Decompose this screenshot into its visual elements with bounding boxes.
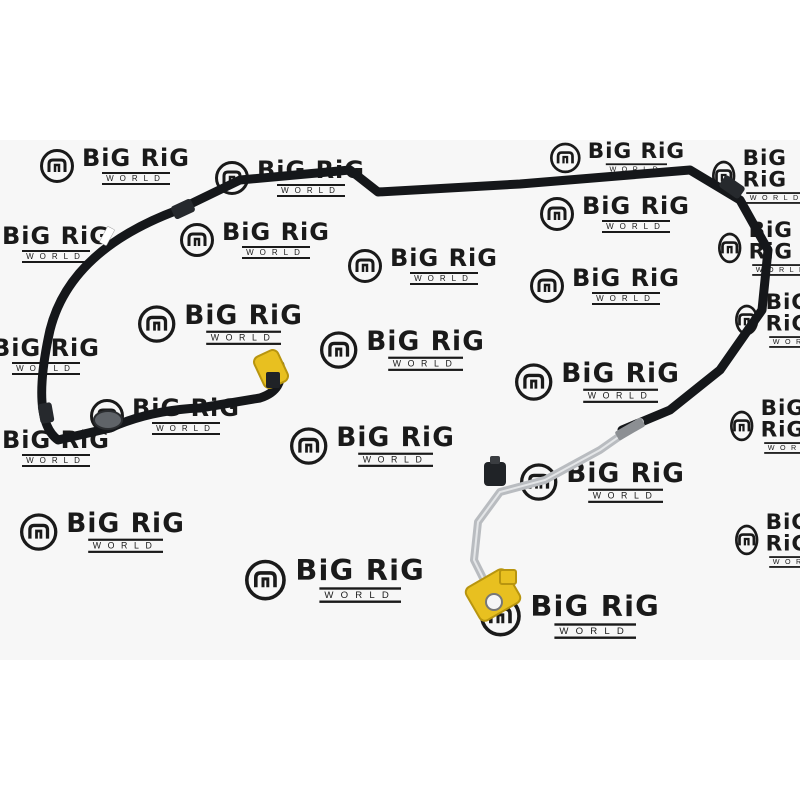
big-rig-world-logo-icon [718, 232, 742, 263]
watermark-sub-text: WORLD [102, 172, 170, 185]
hose-main [173, 165, 773, 435]
watermark-brand-text: BiG RiG [82, 144, 190, 172]
watermark-sub-text: WORLD [602, 220, 670, 233]
watermark-brand-text: BiG RiG [566, 457, 685, 489]
big-rig-world-logo-icon [550, 142, 581, 173]
watermark-sub-text: WORLD [22, 454, 90, 467]
watermark-brand-text: BiG RiG [561, 357, 680, 389]
ferrule-upper-left [171, 198, 195, 220]
tube-crimp [615, 417, 645, 441]
watermark-sub-text: WORLD [388, 356, 463, 371]
watermark-sub-text: WORLD [752, 264, 800, 276]
watermark-sub-text: WORLD [769, 556, 800, 568]
watermark-brand-text: BiG RiG [295, 553, 425, 588]
watermark-sub-text: WORLD [554, 623, 636, 639]
watermark-sub-text: WORLD [152, 422, 220, 435]
watermark-sub-text: WORLD [22, 250, 90, 263]
watermark-sub-text: WORLD [410, 272, 478, 285]
big-rig-world-logo-icon [245, 559, 286, 600]
watermark-brand-text: BiG RiG [587, 140, 685, 164]
watermark-brand-text: BiG RiG [222, 218, 330, 246]
ac-hose-assembly [37, 165, 773, 622]
watermark-sub-text: WORLD [583, 388, 658, 403]
big-rig-world-logo-icon [290, 426, 328, 465]
watermark-sub-text: WORLD [319, 587, 401, 603]
watermark-brand-text: BiG RiG [2, 222, 110, 250]
watermark-sub-text: WORLD [88, 538, 163, 553]
watermark-brand-text: BiG RiG [184, 299, 303, 331]
watermark-brand-text: BiG RiG [366, 325, 485, 357]
big-rig-world-logo-icon [515, 362, 553, 401]
watermark-brand-text: BiG RiG [742, 145, 788, 193]
big-rig-world-logo-icon [40, 148, 74, 183]
watermark-sub-text: WORLD [769, 336, 800, 348]
big-rig-world-logo-icon [180, 222, 214, 257]
watermark-sub-text: WORLD [746, 192, 800, 204]
hose-clamp [93, 410, 123, 430]
watermark-sub-text: WORLD [764, 442, 800, 454]
watermark-brand-text: BiG RiG [572, 264, 680, 292]
service-port [484, 456, 506, 486]
watermark-brand-text: BiG RiG [760, 395, 800, 443]
watermark-brand-text: BiG RiG [765, 509, 800, 557]
big-rig-world-logo-icon [138, 304, 176, 343]
yellow-cap-left [253, 349, 289, 389]
watermark-sub-text: WORLD [242, 246, 310, 259]
watermark-brand-text: BiG RiG [582, 192, 690, 220]
yellow-fitting-right [464, 568, 522, 622]
watermark-sub-text: WORLD [588, 488, 663, 503]
part-label-tag [99, 226, 115, 246]
big-rig-world-logo-icon [540, 196, 574, 231]
ferrule-left [37, 402, 55, 424]
hose-left-loop [37, 205, 286, 445]
big-rig-world-logo-icon [348, 248, 382, 283]
big-rig-world-logo-icon [20, 512, 58, 551]
big-rig-world-logo-icon [730, 410, 754, 441]
metal-tube [470, 418, 644, 596]
watermark-brand-text: BiG RiG [390, 244, 498, 272]
watermark-brand-text: BiG RiG [66, 507, 185, 539]
big-rig-world-logo-icon [530, 268, 564, 303]
watermark-sub-text: WORLD [592, 292, 660, 305]
watermark-sub-text: WORLD [277, 184, 345, 197]
watermark-brand-text: BiG RiG [765, 289, 800, 337]
watermark-brand-text: BiG RiG [336, 421, 455, 453]
watermark-sub-text: WORLD [206, 330, 281, 345]
big-rig-world-logo-icon [320, 330, 358, 369]
ferrule-upper-right [719, 175, 745, 199]
watermark-brand-text: BiG RiG [530, 589, 660, 624]
watermark-sub-text: WORLD [358, 452, 433, 467]
big-rig-world-logo-icon [735, 524, 759, 555]
